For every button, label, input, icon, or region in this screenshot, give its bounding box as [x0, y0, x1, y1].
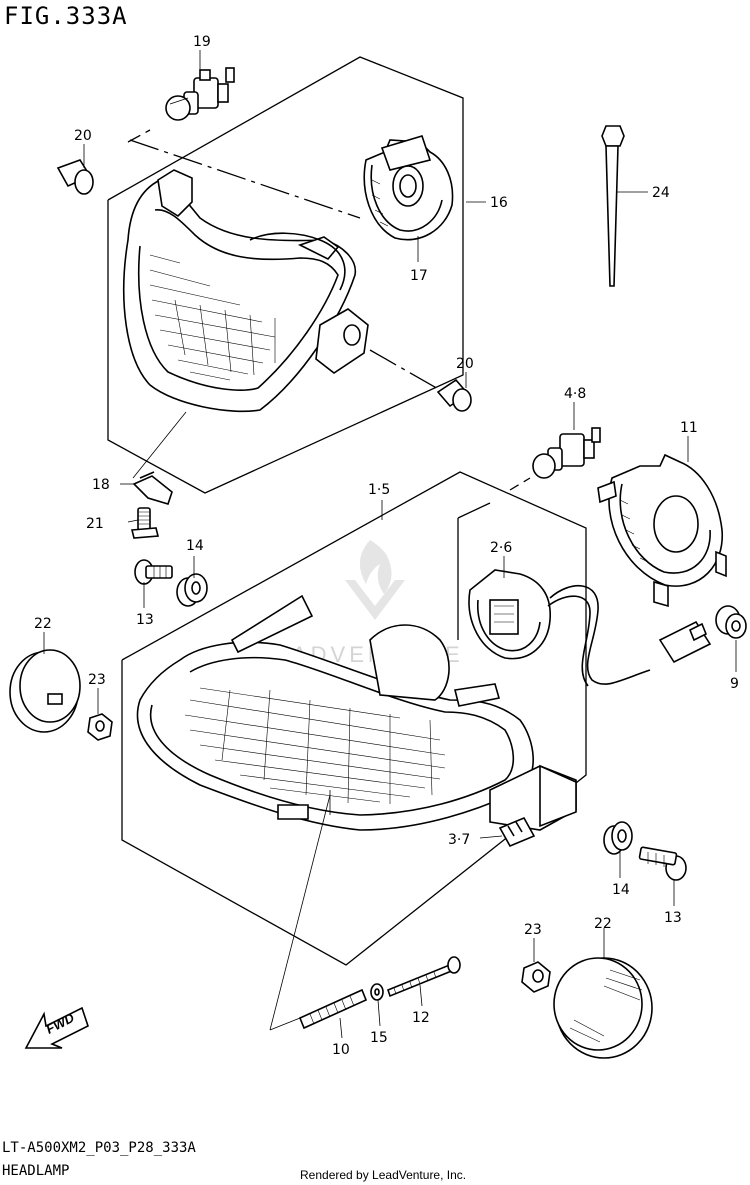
- callout-17: 17: [410, 268, 428, 284]
- callout-1-5: 1·5: [368, 482, 390, 498]
- part-12-adjust-screw: [387, 956, 461, 998]
- fwd-arrow-icon: FWD: [24, 1006, 89, 1049]
- callout-14a: 14: [186, 538, 204, 554]
- part-18-clip: [132, 471, 173, 505]
- callout-23a: 23: [88, 672, 106, 688]
- callout-13a: 13: [136, 612, 154, 628]
- callout-14b: 14: [612, 882, 630, 898]
- callout-15: 15: [370, 1030, 388, 1046]
- callout-20a: 20: [74, 128, 92, 144]
- callout-24: 24: [652, 185, 670, 201]
- part-23-nut-a: [87, 713, 113, 741]
- part-21-screw: [130, 507, 160, 539]
- part-3-7-clip: [498, 816, 536, 848]
- upper-headlamp-housing: [123, 169, 369, 413]
- part-22-reflector-b: [553, 957, 653, 1059]
- part-9-grommet: [715, 605, 747, 639]
- part-15-washer: [370, 983, 384, 1001]
- leader-lines: [43, 50, 737, 1039]
- part-22-reflector-a: [9, 649, 81, 733]
- part-24-cable-tie: [601, 125, 625, 287]
- callout-18: 18: [92, 477, 110, 493]
- part-16-socket-cover: [363, 135, 454, 241]
- part-13-screw-b: [638, 846, 687, 881]
- figure-title: FIG.333A: [4, 2, 128, 30]
- part-4-8-bulb: [532, 427, 601, 479]
- watermark-logo: [345, 540, 405, 620]
- callout-22b: 22: [594, 916, 612, 932]
- part-14-grommet-b: [603, 821, 633, 855]
- callout-13b: 13: [664, 910, 682, 926]
- part-10-spring: [298, 988, 368, 1030]
- callout-21: 21: [86, 516, 104, 532]
- part-2-6-socket: [468, 569, 712, 687]
- callout-4-8: 4·8: [564, 386, 586, 402]
- section-name: HEADLAMP: [2, 1163, 70, 1179]
- callout-2-6: 2·6: [490, 540, 512, 556]
- part-19-bulb: [165, 67, 235, 121]
- rendered-by-credit: Rendered by LeadVenture, Inc.: [300, 1168, 467, 1182]
- callout-20b: 20: [456, 356, 474, 372]
- part-11-socket-cover: [597, 453, 727, 608]
- part-20-grommet-b: [436, 378, 472, 412]
- part-13-screw-a: [134, 559, 173, 585]
- model-code: LT-A500XM2_P03_P28_333A: [2, 1140, 196, 1156]
- callout-19: 19: [193, 34, 211, 50]
- part-23-nut-b: [521, 961, 551, 993]
- inner-frame-top: [457, 502, 491, 519]
- upper-assembly-frame: [107, 56, 464, 494]
- lower-assembly-frame: [121, 471, 587, 966]
- callout-12: 12: [412, 1010, 430, 1026]
- lower-headlamp-unit: [136, 594, 577, 831]
- part-20-grommet-a: [56, 159, 94, 195]
- callout-9: 9: [730, 676, 739, 692]
- callout-11: 11: [680, 420, 698, 436]
- callout-22a: 22: [34, 616, 52, 632]
- callout-10: 10: [332, 1042, 350, 1058]
- callout-23b: 23: [524, 922, 542, 938]
- callout-16: 16: [490, 195, 508, 211]
- leader-20b-axis: [369, 349, 441, 391]
- part-14-grommet-a: [176, 573, 208, 607]
- callout-3-7: 3·7: [448, 832, 470, 848]
